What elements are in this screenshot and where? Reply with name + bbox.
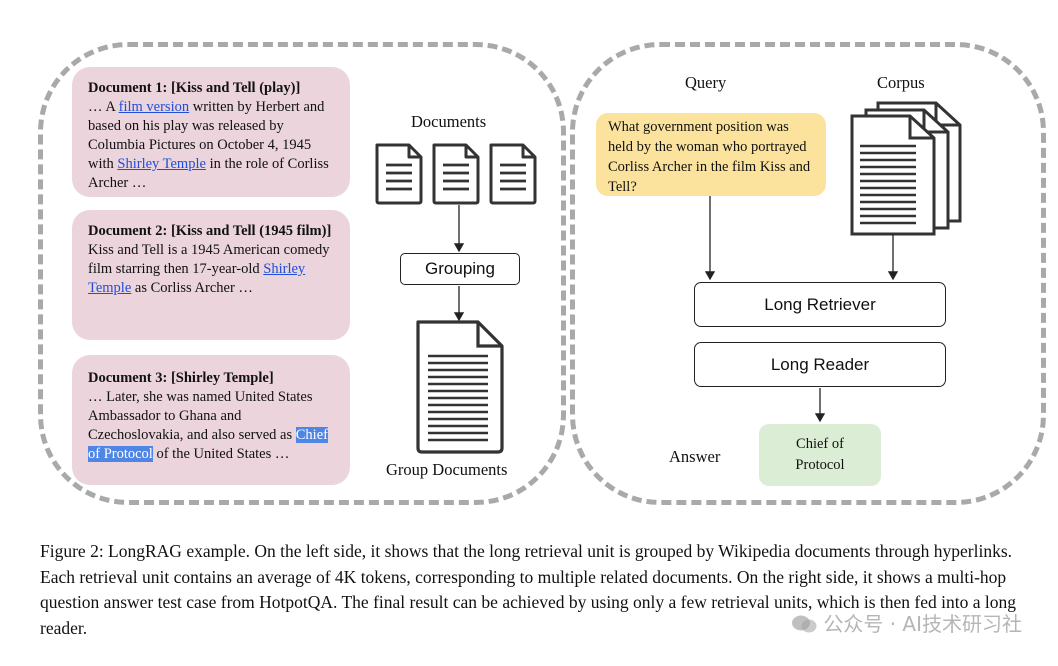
documents-label: Documents <box>411 112 487 131</box>
document-text: as Corliss Archer … <box>131 280 253 296</box>
group-document-icon <box>416 320 504 454</box>
document-title: Document 3: [Shirley Temple] <box>88 370 274 386</box>
document-text: written by Herbert and based on his play… <box>88 99 325 172</box>
query-box: What government position was held by the… <box>596 113 826 196</box>
document-icon-3 <box>489 143 537 205</box>
left-panel <box>38 42 566 505</box>
document-text: Kiss and Tell is a 1945 American comedy … <box>88 242 330 277</box>
right-panel <box>570 42 1046 505</box>
query-label: Query <box>685 73 727 92</box>
document-icon-1 <box>375 143 423 205</box>
grouping-box: Grouping <box>400 253 520 285</box>
document-text: … A <box>88 99 119 115</box>
answer-text: Chief of Protocol <box>795 436 845 473</box>
hyperlink-shirley-temple[interactable]: Shirley Temple <box>117 156 206 172</box>
answer-label: Answer <box>669 447 721 466</box>
corpus-icon <box>850 101 962 236</box>
hyperlink-shirley-temple[interactable]: Shirley Temple <box>88 261 306 296</box>
document-text: in the role of Corliss Archer … <box>88 156 329 191</box>
document-card-1: Document 1: [Kiss and Tell (play)] … A fi… <box>72 67 350 197</box>
document-icon-2 <box>432 143 480 205</box>
watermark: 公众号 · AI技术研习社 <box>791 608 1022 637</box>
document-title: Document 2: [Kiss and Tell (1945 film)] <box>88 223 332 239</box>
document-card-2: Document 2: [Kiss and Tell (1945 film)] K… <box>72 210 350 340</box>
group-documents-label: Group Documents <box>386 460 508 479</box>
long-retriever-box: Long Retriever <box>694 282 946 327</box>
hyperlink-film-version[interactable]: film version <box>118 99 190 115</box>
document-card-3: Document 3: [Shirley Temple] … Later, she… <box>72 355 350 485</box>
wechat-icon <box>792 615 817 633</box>
document-text: of the United States … <box>152 446 290 462</box>
watermark-text: 公众号 · AI技术研习社 <box>823 612 1022 636</box>
figure-caption: Figure 2: LongRAG example. On the left s… <box>40 541 1017 638</box>
document-title: Document 1: [Kiss and Tell (play)] <box>88 80 301 96</box>
corpus-label: Corpus <box>877 73 925 92</box>
answer-box: Chief of Protocol <box>759 424 881 486</box>
document-text: … Later, she was named United States Amb… <box>88 389 313 443</box>
long-reader-box: Long Reader <box>694 342 946 387</box>
